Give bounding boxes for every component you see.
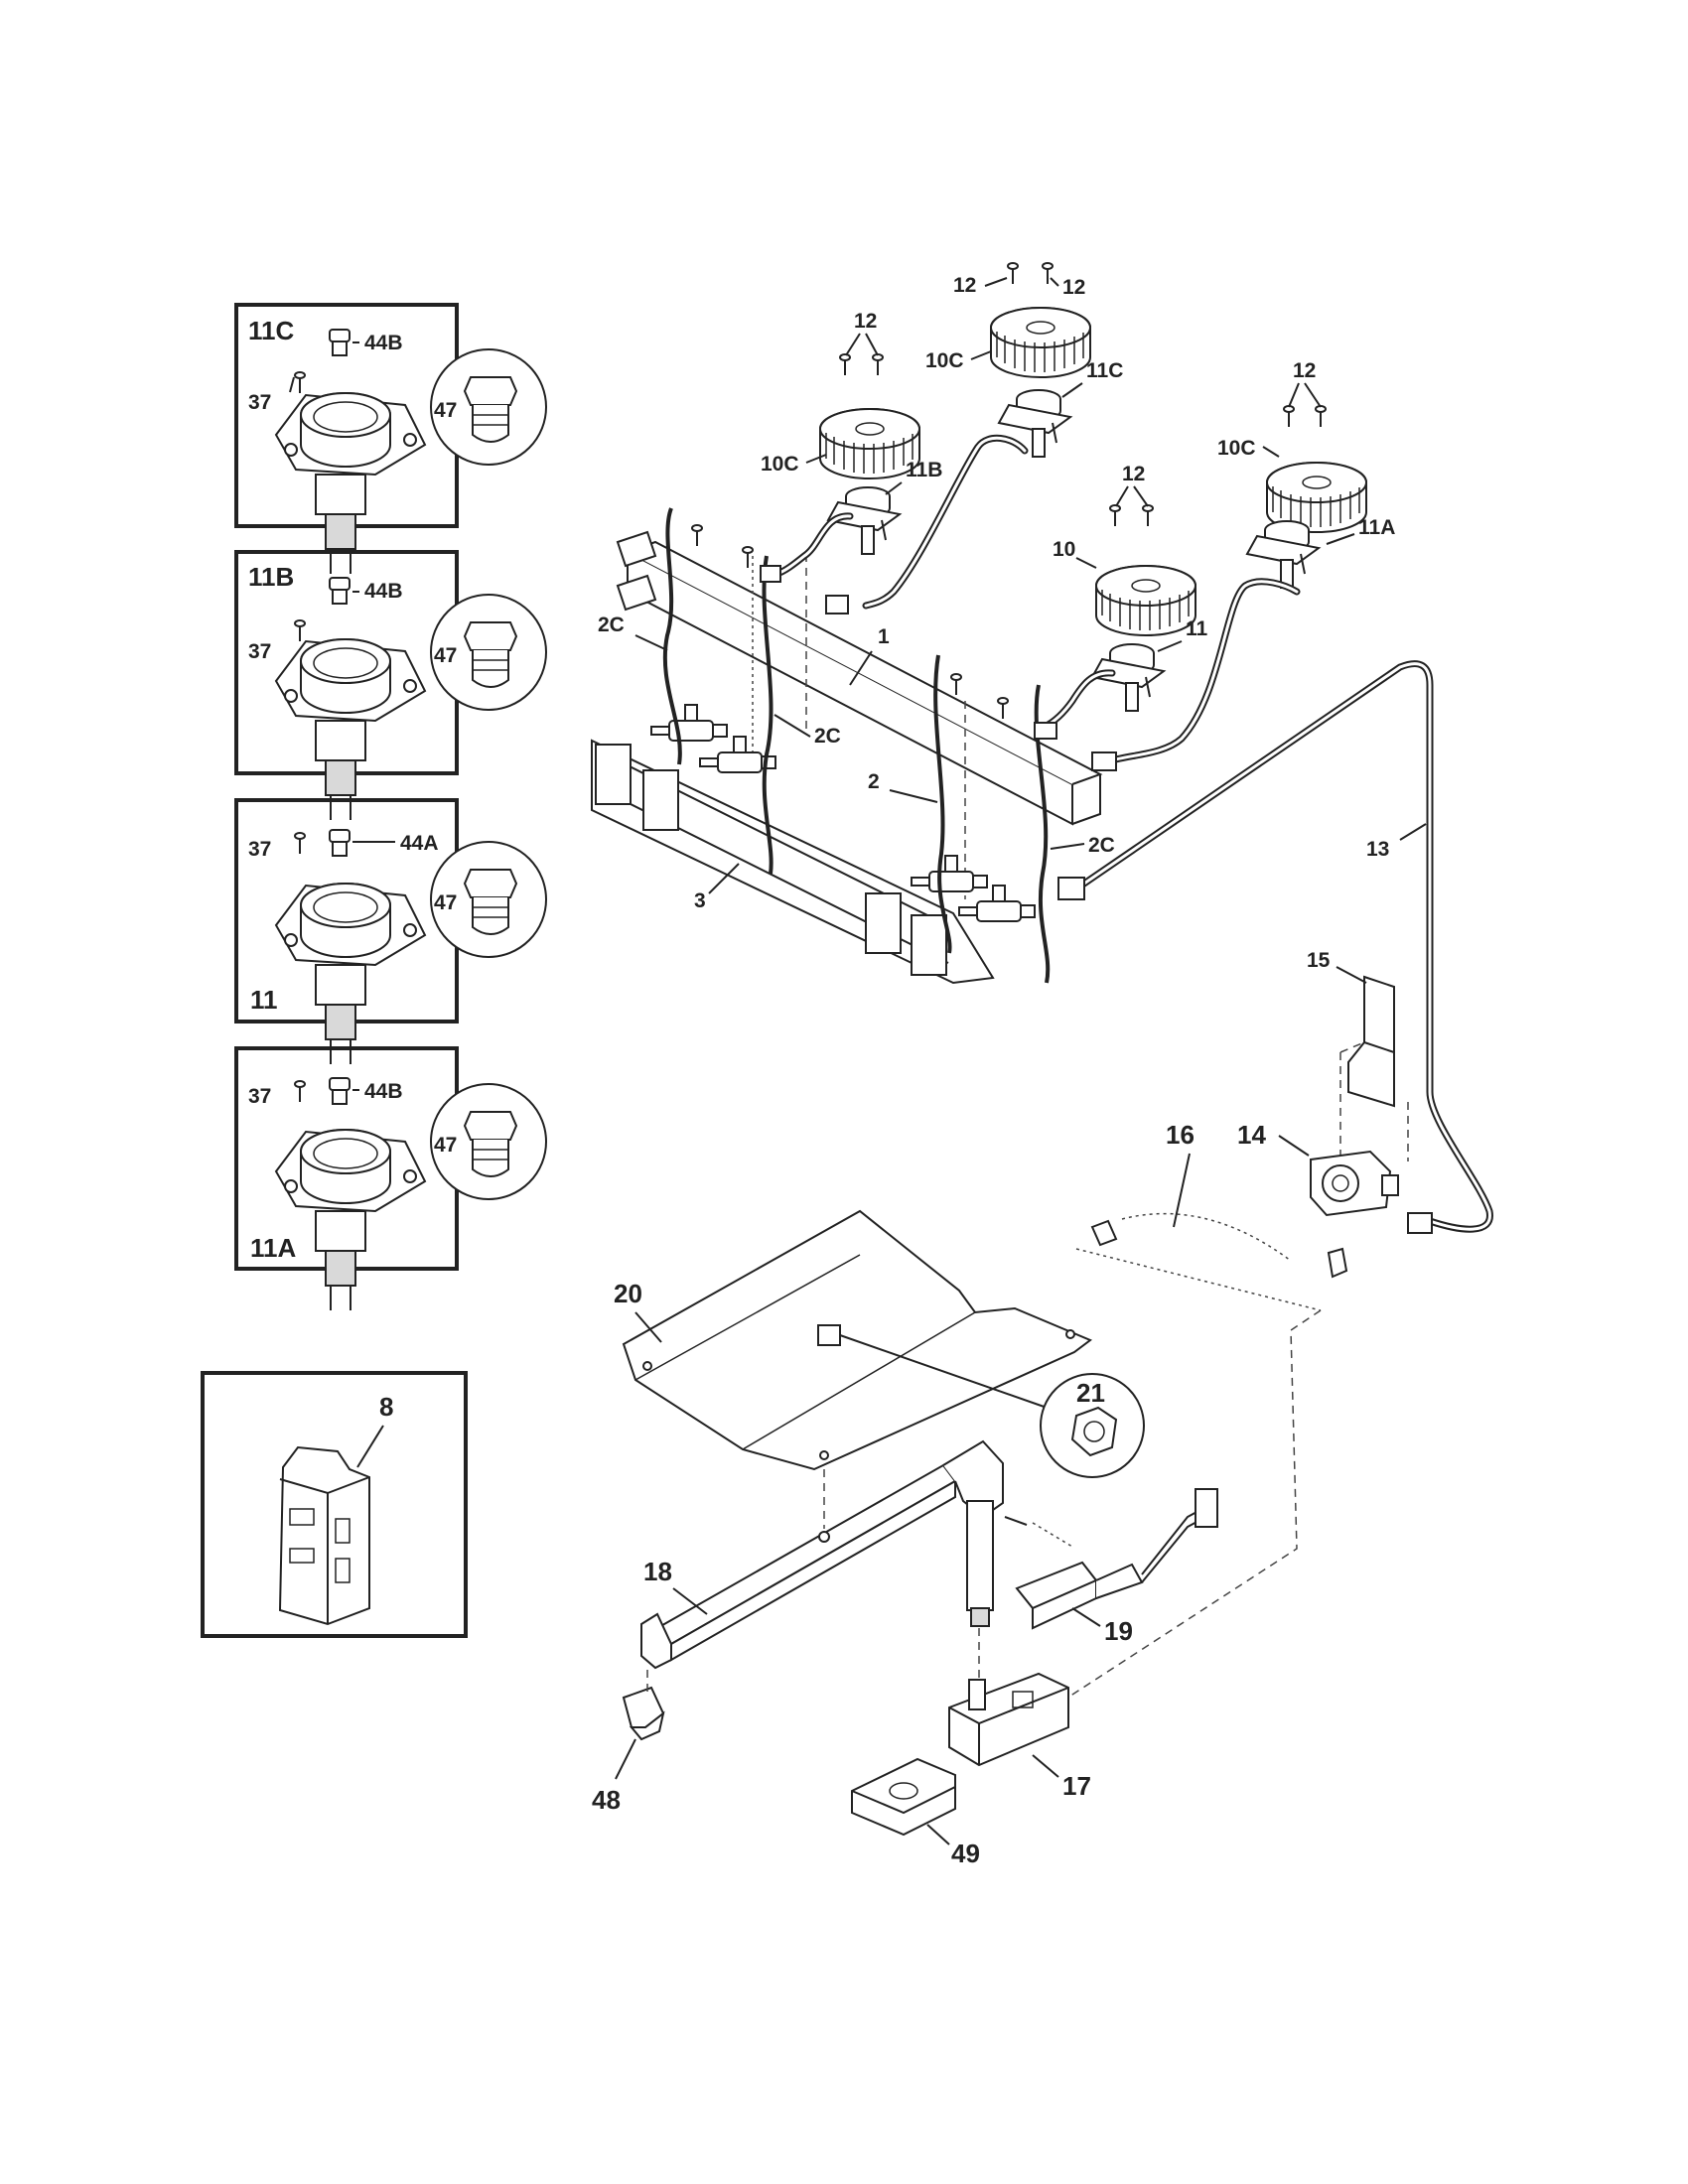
callout-12-a: 12 (854, 310, 877, 333)
callout-10c-c: 10C (1217, 437, 1256, 460)
callout-cap: 44A (400, 832, 439, 855)
callout-11c: 11C (1086, 359, 1123, 382)
inset-spark-module: 8 (201, 1371, 468, 1638)
inset-11: 37 44A 47 11 (234, 798, 547, 1065)
callout-10c-b: 10C (925, 349, 964, 372)
bracket-49: 49 (851, 1757, 980, 1868)
callout-8: 8 (379, 1392, 393, 1422)
callout-3: 3 (694, 889, 706, 912)
callout-1: 1 (878, 625, 890, 648)
callout-16: 16 (1166, 1120, 1195, 1150)
inset-11b: 11B 37 44B 47 (234, 550, 547, 821)
callout-orifice: 47 (434, 1134, 457, 1157)
callout-10: 10 (1053, 538, 1075, 561)
bracket-48: 48 (592, 1670, 665, 1815)
callout-11b: 11B (906, 459, 942, 481)
callout-orifice: 47 (434, 644, 457, 667)
manifold-assembly: 1 2C 2C 2 2C 3 (591, 507, 1115, 985)
callout-orifice: 47 (434, 891, 457, 914)
callout-2c-b: 2C (814, 725, 841, 748)
inset-11a: 37 44B 47 11A (234, 1046, 547, 1311)
callout-screw: 37 (248, 838, 271, 861)
callout-48: 48 (592, 1785, 621, 1815)
inset-title: 11C (248, 316, 294, 345)
supply-tube: 13 (1057, 660, 1493, 1234)
regulator-assembly: 15 14 16 (1052, 949, 1409, 1708)
callout-2c-c: 2C (1088, 834, 1115, 857)
inset-title: 11A (250, 1233, 296, 1263)
callout-19: 19 (1104, 1616, 1133, 1646)
callout-13: 13 (1366, 838, 1389, 861)
callout-12-e: 12 (1293, 359, 1316, 382)
burner-rear-center: 12 12 10C 11C (825, 262, 1123, 614)
inset-title: 11B (248, 562, 294, 592)
callout-21: 21 (1076, 1378, 1105, 1408)
inset-title: 11 (250, 985, 278, 1015)
callout-cap: 44B (364, 1080, 403, 1103)
callout-17: 17 (1062, 1771, 1091, 1801)
callout-12-b: 12 (953, 274, 976, 297)
inset-11c: 11C 37 44B 47 (234, 303, 547, 575)
callout-screw: 37 (248, 640, 271, 663)
callout-20: 20 (614, 1279, 642, 1308)
callout-15: 15 (1307, 949, 1331, 972)
callout-cap: 44B (364, 580, 403, 603)
burner-front-center: 12 10 11 (1034, 463, 1208, 740)
callout-screw: 37 (248, 391, 271, 414)
callout-12-c: 12 (1062, 276, 1085, 299)
callout-11a: 11A (1358, 516, 1395, 539)
callout-orifice: 47 (434, 399, 457, 422)
burner-rear-left: 12 10C 11B (760, 310, 942, 583)
callout-11: 11 (1186, 617, 1208, 640)
bake-burner-assembly: 18 19 17 (640, 1439, 1218, 1801)
callout-10c-a: 10C (761, 453, 799, 476)
callout-2: 2 (868, 770, 880, 793)
callout-49: 49 (951, 1839, 980, 1868)
callout-12-d: 12 (1122, 463, 1145, 485)
callout-14: 14 (1237, 1120, 1266, 1150)
callout-18: 18 (643, 1557, 672, 1586)
burner-front-right: 12 10C 11A (1091, 359, 1395, 771)
callout-cap: 44B (364, 332, 403, 354)
callout-2c-a: 2C (598, 614, 625, 636)
callout-screw: 37 (248, 1085, 271, 1108)
heat-shield: 21 20 (614, 1209, 1145, 1529)
